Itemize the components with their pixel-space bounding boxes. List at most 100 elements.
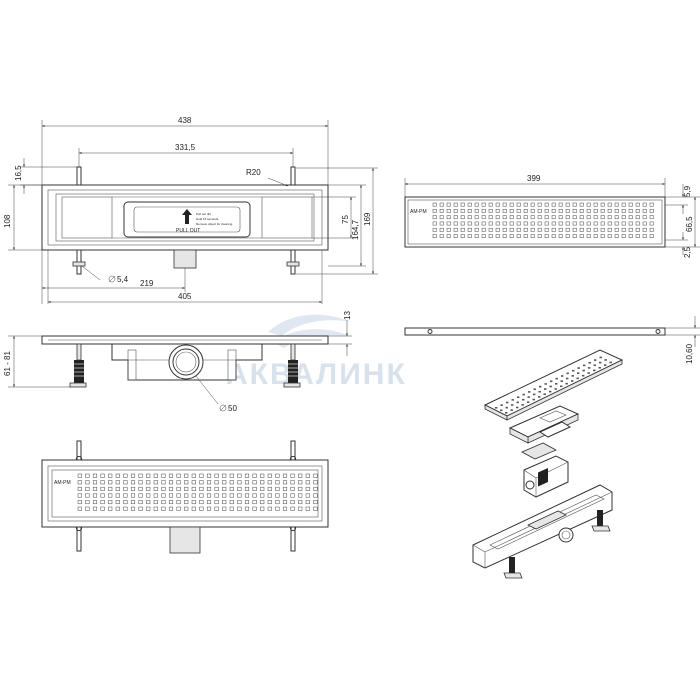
perforation-hole	[561, 375, 564, 377]
perforation-hole	[184, 480, 189, 485]
perforation-hole	[604, 359, 607, 361]
dim-13: 13	[343, 311, 352, 320]
dim-219: 219	[140, 279, 154, 288]
perforation-hole	[642, 202, 647, 207]
perforation-hole	[467, 221, 472, 226]
perforation-hole	[100, 506, 105, 511]
perforation-hole	[488, 234, 493, 238]
perforation-hole	[522, 398, 525, 401]
perforation-hole	[495, 407, 498, 409]
perforation-hole	[222, 506, 227, 511]
dim-61-81: 61 - 81	[3, 351, 12, 376]
perforation-hole	[108, 486, 113, 491]
perforation-hole	[130, 486, 136, 491]
perforation-hole	[509, 234, 514, 238]
perforation-hole	[282, 500, 288, 505]
perforation-hole	[267, 493, 272, 498]
assembled-perforation	[77, 473, 318, 511]
perforation-hole	[252, 486, 257, 491]
perforation-hole	[593, 369, 596, 372]
perforation-hole	[298, 506, 303, 511]
perforation-hole	[184, 500, 189, 505]
perforation-hole	[582, 369, 585, 372]
perforation-hole	[244, 506, 250, 511]
perforation-hole	[560, 385, 563, 388]
perforation-hole	[237, 506, 242, 511]
perforation-hole	[467, 215, 472, 220]
perforation-hole	[298, 473, 303, 478]
perforation-hole	[495, 234, 500, 238]
perforation-hole	[511, 399, 514, 401]
perforation-hole	[115, 500, 120, 505]
perforation-hole	[168, 493, 174, 498]
perforation-hole	[577, 367, 580, 369]
perforation-hole	[305, 493, 310, 498]
perforation-hole	[565, 202, 570, 207]
assembled-logo: AM-PM	[54, 480, 71, 486]
perforation-hole	[481, 209, 486, 213]
perforation-hole	[153, 480, 158, 485]
perforation-hole	[153, 500, 158, 505]
perforation-hole	[100, 486, 105, 491]
perforation-hole	[593, 227, 598, 232]
perforation-hole	[544, 388, 547, 390]
pull-out-line-2: Hold 15 seconds	[196, 217, 219, 221]
perforation-hole	[642, 234, 647, 238]
perforation-hole	[252, 506, 257, 511]
perforation-hole	[432, 234, 437, 238]
perforation-hole	[153, 506, 158, 511]
iso-insert	[508, 405, 580, 444]
perforation-hole	[593, 364, 596, 367]
perforation-hole	[502, 227, 507, 232]
perforation-hole	[108, 473, 113, 478]
perforation-hole	[621, 202, 626, 207]
perforation-hole	[621, 221, 626, 226]
perforation-hole	[146, 500, 151, 505]
perforation-hole	[244, 473, 250, 478]
perforation-hole	[621, 227, 626, 232]
iso-feet	[503, 510, 611, 579]
perforation-hole	[621, 215, 626, 220]
perforation-hole	[544, 234, 549, 238]
perforation-hole	[176, 506, 181, 511]
perforation-hole	[77, 493, 82, 498]
perforation-hole	[614, 227, 619, 232]
perforation-hole	[495, 215, 500, 220]
perforation-hole	[576, 377, 579, 380]
perforation-hole	[161, 486, 166, 491]
watermark-wave-icon	[268, 314, 352, 336]
perforation-hole	[130, 493, 136, 498]
perforation-hole	[85, 473, 90, 478]
perforation-hole	[123, 486, 128, 491]
perforation-hole	[467, 209, 472, 213]
side-view-dimensions: 13 61 - 81 50	[3, 311, 352, 413]
perforation-hole	[488, 221, 493, 226]
perforation-hole	[130, 500, 136, 505]
perforation-hole	[588, 367, 591, 369]
perforation-hole	[229, 473, 234, 478]
perforation-hole	[237, 493, 242, 498]
perforation-hole	[446, 221, 451, 226]
perforation-hole	[467, 202, 472, 207]
perforation-hole	[628, 215, 633, 220]
perforation-hole	[522, 393, 525, 396]
perforation-hole	[593, 209, 598, 213]
perforation-hole	[184, 473, 189, 478]
pull-out-label: PULL OUT	[176, 228, 200, 234]
perforation-hole	[199, 473, 204, 478]
perforation-hole	[607, 234, 612, 238]
perforation-hole	[439, 209, 444, 213]
perforation-hole	[305, 486, 310, 491]
perforation-hole	[649, 227, 654, 232]
watermark-text: АКВАЛИНК	[226, 358, 407, 391]
perforation-hole	[572, 234, 577, 238]
perforation-hole	[77, 506, 82, 511]
assembled-view: AM-PM	[41, 440, 329, 554]
perforation-hole	[252, 500, 257, 505]
perforation-hole	[614, 215, 619, 220]
perforation-hole	[229, 506, 234, 511]
perforation-hole	[168, 480, 174, 485]
perforation-hole	[100, 500, 105, 505]
perforation-hole	[275, 493, 280, 498]
perforation-hole	[275, 473, 280, 478]
